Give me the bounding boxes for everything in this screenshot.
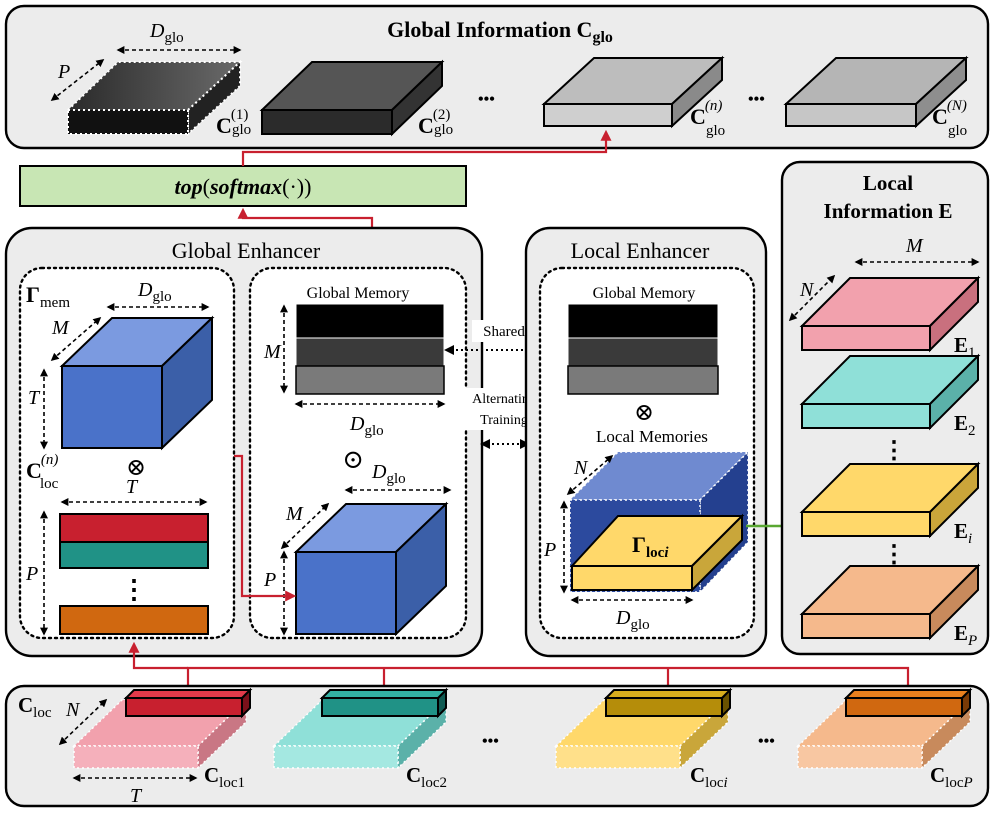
local-info-title-1: Local [863,171,913,195]
e-vdots-1: ⋮ [882,438,906,464]
c-glo-label-1: C(1) [216,107,248,138]
global-memory-stack-le [567,303,719,395]
local-enhancer-title: Local Enhancer [571,238,710,263]
c-loc-n-label: C(n) [26,452,58,483]
dim-p-top: P [57,61,70,83]
alternating-label: Alternating [472,392,536,407]
global-information-panel: Global Information Cglo Dglo P [4,4,990,150]
c-glo-card-n [541,55,725,129]
global-enhancer-panel: Global Enhancer Γmem Dglo M T C(n) loc ⊗… [4,226,484,658]
ellipsis-bottom-2: ••• [758,733,775,750]
c-loc-label-P: ClocP [930,763,973,791]
otimes-local: ⊗ [634,400,654,426]
global-memory-label-ge: Global Memory [307,285,410,302]
topk-softmax-label: top(softmax(·)) [175,174,312,199]
e-label-P: EP [954,621,977,649]
gamma-loci-label: Γloci [632,532,669,561]
stack-p-dim: P [25,563,38,585]
e-label-1: E1 [954,333,976,361]
c-loc-card-i [554,687,733,770]
c-glo-label-n: C(n) [690,98,722,129]
c-loc-label-i: Cloci [690,763,728,791]
local-n-dim: N [573,457,589,479]
shared-label: Shared [483,324,525,340]
gamma-t-dim: T [28,387,41,409]
local-info-m-dim: M [905,235,924,257]
local-enhancer-panel: Local Enhancer Global Memory ⊗ Local Mem… [524,226,768,658]
gamma-m-dim: M [51,317,70,339]
global-memory-label-le: Global Memory [593,285,696,302]
c-glo-label-N: C(N) [932,98,967,129]
c-loc-card-1 [72,687,253,770]
stack-bar-teal [59,541,209,569]
cube-m-dim: M [285,503,304,525]
gamma-d-glo: Dglo [137,279,172,305]
stack-bar-red [59,513,209,543]
c-glo-sub-1: glo [232,122,251,138]
c-glo-card-1 [65,59,243,137]
c-loc-n-dim: N [65,699,81,721]
c-loc-label-2: Cloc2 [406,763,447,791]
e-slab-P [799,563,981,641]
global-cube [293,501,449,637]
c-glo-sub-n: glo [706,123,725,139]
stack-vdots: ⋮ [121,575,147,604]
c-loc-t-dim: T [130,785,143,807]
c-loc-card-2 [272,687,449,770]
local-info-n-dim: N [799,279,815,301]
stack-t-dim: T [126,476,139,498]
local-information-panel: Local Information E M N ⋮ [780,160,990,656]
odot-operator: ⊙ [342,445,364,474]
gamma-loci-slab [569,513,745,593]
local-d-glo-dim: Dglo [615,607,650,633]
e-slab-2 [799,353,981,431]
e-slab-1 [799,275,981,353]
c-glo-card-N [783,55,969,129]
e-label-2: E2 [954,411,976,439]
cube-d-glo-dim: Dglo [371,461,406,487]
mem-m-dim: M [263,341,282,363]
local-p-dim: P [543,539,556,561]
c-loc-card-P [796,687,973,770]
c-glo-label-2: C(2) [418,107,450,138]
c-glo-sub-N: glo [948,123,967,139]
cube-p-dim: P [263,569,276,591]
c-glo-sub-2: glo [434,122,453,138]
local-memories-label: Local Memories [596,427,708,446]
c-loc-panel: Cloc N T [4,684,990,808]
otimes-global: ⊗ [126,455,146,481]
c-glo-card-2 [259,59,445,137]
ellipsis-top-1: ••• [478,91,495,108]
e-label-i: Ei [954,519,972,547]
topk-softmax-block: top(softmax(·)) [19,165,467,207]
c-loc-label-1: Cloc1 [204,763,245,791]
dim-d-glo-top: Dglo [149,20,184,46]
stack-bar-orange [59,605,209,635]
local-info-title-2: Information E [824,199,953,223]
e-vdots-2: ⋮ [882,542,906,568]
mem-d-glo-dim: Dglo [349,413,384,439]
c-loc-row-label: Cloc [18,693,52,721]
e-slab-i [799,461,981,539]
global-memory-stack-ge [295,303,445,395]
global-enhancer-title: Global Enhancer [172,238,321,263]
gamma-mem-cube [59,315,215,451]
ellipsis-bottom-1: ••• [482,733,499,750]
global-information-title: Global Information Cglo [387,17,613,46]
c-loc-n-sub: loc [40,476,59,492]
ellipsis-top-2: ••• [748,91,765,108]
gamma-mem-label: Γmem [26,282,70,311]
training-label: Training [480,413,528,428]
